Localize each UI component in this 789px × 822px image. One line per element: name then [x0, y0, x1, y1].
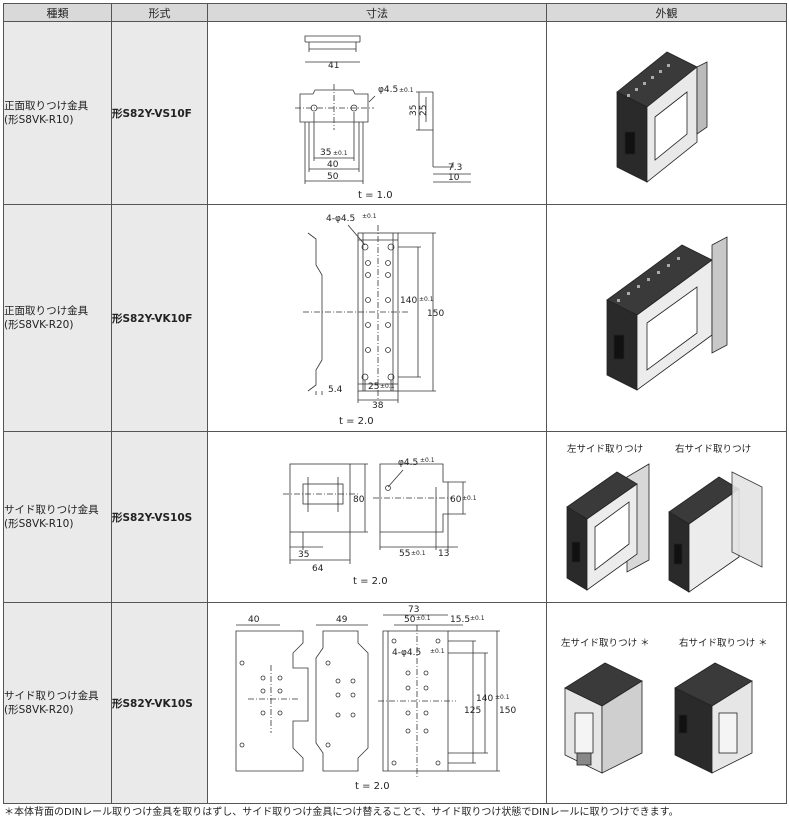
- table-row: 正面取りつけ金具 (形S8VK-R20) 形S82Y-VK10F: [3, 204, 787, 432]
- dim-15-5-tol: ±0.1: [470, 615, 485, 622]
- category-sublabel: (形S8VK-R20): [4, 319, 74, 331]
- dim-15-5: 15.5: [450, 615, 470, 625]
- dimension-drawing-vk10f: 4-φ4.5 ±0.1 140 ±0.1 150 5.4 25 ±0.1 38 …: [303, 213, 444, 427]
- dim-hole-tol: ±0.1: [399, 87, 414, 94]
- category-sublabel: (形S8VK-R10): [4, 518, 74, 530]
- header-row: 種類 形式 寸法 外観: [3, 3, 787, 22]
- appearance-cell: [546, 204, 787, 432]
- product-image-vs10f: [616, 51, 708, 183]
- dimension-drawing-cell: 4-φ4.5 ±0.1 140 ±0.1 150 5.4 25 ±0.1 38 …: [207, 204, 547, 432]
- header-appearance: 外観: [546, 3, 787, 22]
- dimension-drawing-vs10s: 80 35 64 φ4.5 ±0.1 60 ±0.1 55 ±0.1 13 t …: [283, 457, 477, 587]
- spec-table: 種類 形式 寸法 外観 正面取りつけ金具 (形S8VK-R10) 形S82Y-V…: [3, 3, 787, 804]
- appearance-cell: 左サイド取りつけ 右サイド取りつけ: [546, 431, 787, 603]
- dim-140: 140: [400, 296, 417, 306]
- model-cell: 形S82Y-VK10F: [111, 204, 208, 432]
- appearance-cell: [546, 21, 787, 205]
- dim-hole: 4-φ4.5: [392, 648, 421, 658]
- product-image-vk10s: 左サイド取りつけ ＊ 右サイド取りつけ ＊: [561, 637, 768, 774]
- dim-140: 140: [476, 694, 493, 704]
- dim-hole: φ4.5: [398, 458, 418, 468]
- category-cell: サイド取りつけ金具 (形S8VK-R20): [3, 602, 112, 804]
- dim-7-3: 7.3: [448, 163, 462, 173]
- category-cell: サイド取りつけ金具 (形S8VK-R10): [3, 431, 112, 603]
- dim-150: 150: [427, 309, 444, 319]
- category-cell: 正面取りつけ金具 (形S8VK-R20): [3, 204, 112, 432]
- dim-80: 80: [353, 495, 365, 505]
- dimension-drawing-cell: 80 35 64 φ4.5 ±0.1 60 ±0.1 55 ±0.1 13 t …: [207, 431, 547, 603]
- thickness-label: t = 2.0: [339, 416, 374, 427]
- dim-64: 64: [312, 564, 324, 574]
- dimension-drawing-cell: 41 φ4.5 ±0.1 35 ±0.1 40 50 35 25 7.3 10 …: [207, 21, 547, 205]
- header-type: 種類: [3, 3, 112, 22]
- dim-73: 73: [408, 605, 419, 615]
- dim-35t-tol: ±0.1: [333, 150, 348, 157]
- dim-50: 50: [327, 172, 339, 182]
- model-cell: 形S82Y-VS10F: [111, 21, 208, 205]
- category-sublabel: (形S8VK-R10): [4, 114, 74, 126]
- dim-50-tol: ±0.1: [416, 615, 431, 622]
- table-row: サイド取りつけ金具 (形S8VK-R10) 形S82Y-VS10S: [3, 431, 787, 603]
- dim-hole-tol: ±0.1: [430, 648, 445, 655]
- dimension-drawing-cell: 40 49 73 50 ±0.1 15.5 ±0.1 4-φ4.5 ±0.1 1…: [207, 602, 547, 804]
- dim-55: 55: [399, 549, 410, 559]
- dim-10: 10: [448, 173, 460, 183]
- appearance-cell: 左サイド取りつけ ＊ 右サイド取りつけ ＊: [546, 602, 787, 804]
- dim-5-4: 5.4: [328, 385, 343, 395]
- dim-25-tol: ±0.1: [380, 383, 395, 390]
- model-cell: 形S82Y-VS10S: [111, 431, 208, 603]
- dim-38: 38: [372, 401, 384, 411]
- thickness-label: t = 2.0: [355, 781, 390, 792]
- table-row: サイド取りつけ金具 (形S8VK-R20) 形S82Y-VK10S: [3, 602, 787, 804]
- dimension-drawing-vs10f: 41 φ4.5 ±0.1 35 ±0.1 40 50 35 25 7.3 10 …: [295, 35, 471, 201]
- header-model: 形式: [111, 3, 208, 22]
- label-left-side-mount: 左サイド取りつけ: [567, 443, 643, 455]
- dim-25v: 25: [419, 105, 429, 116]
- dim-50: 50: [404, 615, 416, 625]
- label-right-side-mount: 右サイド取りつけ ＊: [679, 637, 768, 649]
- dim-35t: 35: [320, 148, 331, 158]
- dim-60: 60: [450, 495, 462, 505]
- dim-150: 150: [499, 706, 516, 716]
- category-label: 正面取りつけ金具: [4, 100, 89, 112]
- thickness-label: t = 1.0: [358, 190, 393, 201]
- dim-140-tol: ±0.1: [495, 694, 510, 701]
- model-cell: 形S82Y-VK10S: [111, 602, 208, 804]
- table-row: 正面取りつけ金具 (形S8VK-R10) 形S82Y-VS10F: [3, 21, 787, 205]
- dim-35: 35: [298, 550, 309, 560]
- label-right-side-mount: 右サイド取りつけ: [675, 443, 751, 455]
- product-image-vs10s: 左サイド取りつけ 右サイド取りつけ: [566, 443, 763, 593]
- category-label: 正面取りつけ金具: [4, 305, 89, 317]
- dim-35v: 35: [409, 105, 419, 116]
- dim-60-tol: ±0.1: [462, 495, 477, 502]
- thickness-label: t = 2.0: [353, 576, 388, 587]
- dim-49: 49: [336, 615, 348, 625]
- category-cell: 正面取りつけ金具 (形S8VK-R10): [3, 21, 112, 205]
- footnote: ＊本体背面のDINレール取りつけ金具を取りはずし、サイド取りつけ金具につけ替える…: [4, 807, 679, 818]
- dim-125: 125: [464, 706, 481, 716]
- label-left-side-mount: 左サイド取りつけ ＊: [561, 637, 650, 649]
- dimension-drawing-vk10s: 40 49 73 50 ±0.1 15.5 ±0.1 4-φ4.5 ±0.1 1…: [235, 605, 516, 792]
- dim-40: 40: [248, 615, 260, 625]
- dim-41: 41: [328, 61, 339, 71]
- category-label: サイド取りつけ金具: [4, 504, 99, 516]
- dim-40: 40: [327, 160, 339, 170]
- category-label: サイド取りつけ金具: [4, 690, 99, 702]
- category-sublabel: (形S8VK-R20): [4, 704, 74, 716]
- dim-13: 13: [438, 549, 449, 559]
- header-dimensions: 寸法: [207, 3, 547, 22]
- product-image-vk10f: [606, 236, 728, 391]
- dim-hole-tol: ±0.1: [420, 457, 435, 464]
- dim-25: 25: [368, 382, 379, 392]
- dim-140-tol: ±0.1: [419, 296, 434, 303]
- dim-hole-tol: ±0.1: [362, 213, 377, 220]
- dim-hole: 4-φ4.5: [326, 214, 355, 224]
- dim-hole: φ4.5: [378, 85, 398, 95]
- dim-55-tol: ±0.1: [411, 550, 426, 557]
